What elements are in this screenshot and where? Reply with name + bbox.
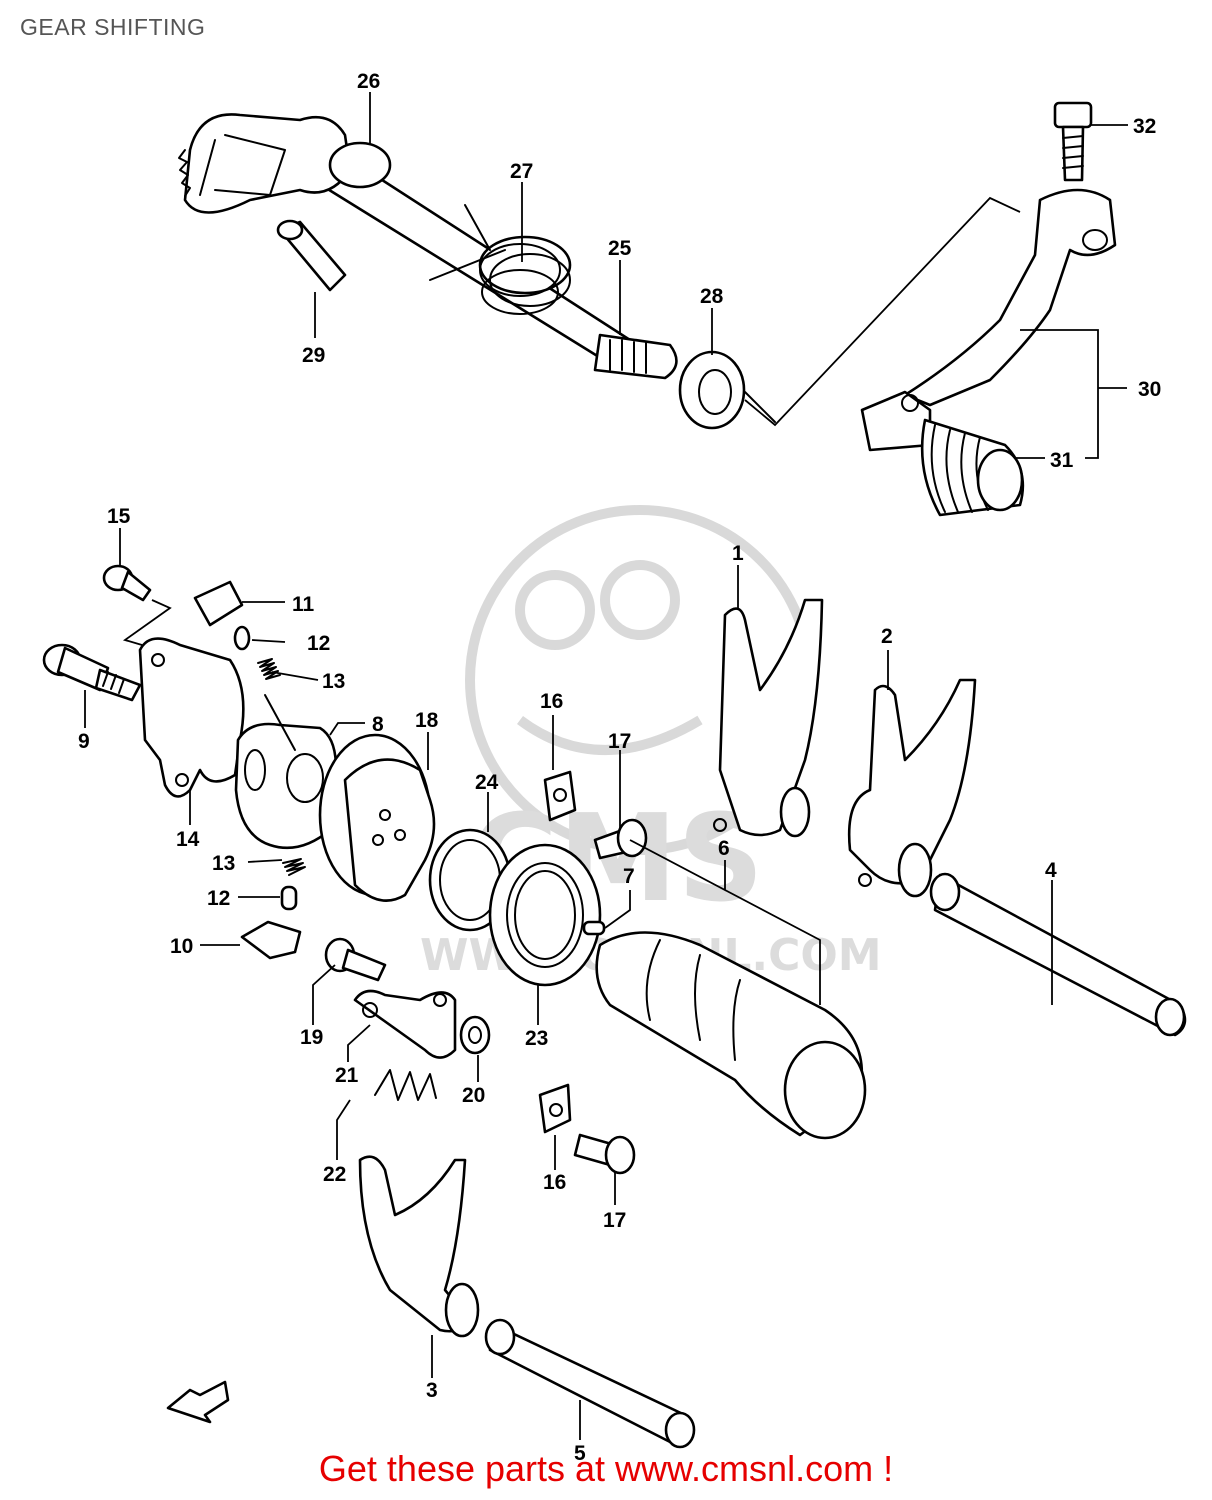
callout-7: 7: [623, 865, 635, 888]
shift-fork-1[interactable]: [713, 598, 824, 838]
callout-16-upper: 16: [540, 690, 563, 713]
return-spring-27[interactable]: [429, 204, 572, 315]
callout-5: 5: [574, 1442, 586, 1465]
plate-11[interactable]: [193, 580, 244, 627]
pin-12-bottom[interactable]: [280, 885, 298, 911]
callout-31: 31: [1050, 449, 1074, 472]
stopper-plate-16-lower[interactable]: [538, 1083, 572, 1134]
page-title: GEAR SHIFTING: [20, 14, 206, 40]
callout-4: 4: [1045, 859, 1057, 882]
stud-29[interactable]: [276, 219, 347, 292]
screw-17-lower[interactable]: [573, 1133, 636, 1175]
plate-10[interactable]: [240, 920, 302, 960]
callout-15: 15: [107, 505, 131, 528]
callout-30: 30: [1138, 378, 1161, 401]
front-arrow-icon: [166, 1380, 230, 1424]
stopper-arm-21[interactable]: [353, 989, 457, 1059]
callout-1: 1: [732, 542, 744, 565]
callout-25: 25: [608, 237, 632, 260]
callout-8: 8: [372, 713, 384, 736]
callout-20: 20: [462, 1084, 485, 1107]
callout-29: 29: [302, 344, 325, 367]
callout-16-lower: 16: [543, 1171, 566, 1194]
callout-28: 28: [700, 285, 724, 308]
leader-lines: [84, 92, 1128, 1440]
bearing-23[interactable]: [488, 843, 602, 987]
callout-9: 9: [78, 730, 90, 753]
fork-shaft-4[interactable]: [929, 872, 1187, 1037]
callout-12-upper: 12: [307, 632, 330, 655]
callout-19: 19: [300, 1026, 323, 1049]
screw-17-upper[interactable]: [593, 818, 648, 860]
callout-17-upper: 17: [608, 730, 631, 753]
stopper-plate-16-upper[interactable]: [543, 770, 577, 822]
bolt-19[interactable]: [324, 937, 387, 982]
bolt-32[interactable]: [1053, 101, 1093, 182]
callout-14: 14: [176, 828, 200, 851]
gearshift-shaft-26[interactable]: [178, 113, 678, 380]
spring-13-bottom[interactable]: [282, 858, 306, 876]
callout-21: 21: [335, 1064, 359, 1087]
callout-labels: 26 27 25 28 29 30 31 32 15 9 11 12 13 8 …: [78, 70, 1161, 1465]
callout-24: 24: [475, 771, 499, 794]
footer-promo-link[interactable]: Get these parts at www.cmsnl.com !: [318, 1448, 894, 1489]
callout-10: 10: [170, 935, 193, 958]
shift-arm-14[interactable]: [138, 637, 245, 798]
callout-12-lower: 12: [207, 887, 230, 910]
pin-12-top[interactable]: [233, 625, 251, 651]
callout-23: 23: [525, 1027, 548, 1050]
callout-17-lower: 17: [603, 1209, 626, 1232]
callout-13-upper: 13: [322, 670, 345, 693]
washer-20[interactable]: [459, 1015, 491, 1055]
fork-shaft-5[interactable]: [484, 1318, 696, 1449]
shift-drum-6[interactable]: [595, 931, 867, 1140]
shift-cam-18[interactable]: [318, 733, 436, 902]
oil-seal-28[interactable]: [678, 350, 776, 430]
callout-27: 27: [510, 160, 533, 183]
callout-26: 26: [357, 70, 380, 93]
shift-fork-3[interactable]: [358, 1155, 480, 1338]
callout-18: 18: [415, 709, 439, 732]
callout-13-lower: 13: [212, 852, 235, 875]
callout-11: 11: [292, 593, 315, 616]
bolt-9[interactable]: [42, 643, 142, 702]
callout-2: 2: [881, 625, 893, 648]
pin-7[interactable]: [582, 920, 606, 936]
spring-22[interactable]: [374, 1069, 437, 1101]
callout-22: 22: [323, 1163, 346, 1186]
bolt-15[interactable]: [102, 564, 152, 602]
callout-32: 32: [1133, 115, 1156, 138]
gearshift-lever-30[interactable]: [860, 188, 1117, 452]
shift-fork-2[interactable]: [847, 678, 977, 898]
spring-13-top[interactable]: [257, 658, 281, 680]
callout-6: 6: [718, 837, 730, 860]
callout-3: 3: [426, 1379, 438, 1402]
shift-rubber-31[interactable]: [920, 418, 1025, 517]
